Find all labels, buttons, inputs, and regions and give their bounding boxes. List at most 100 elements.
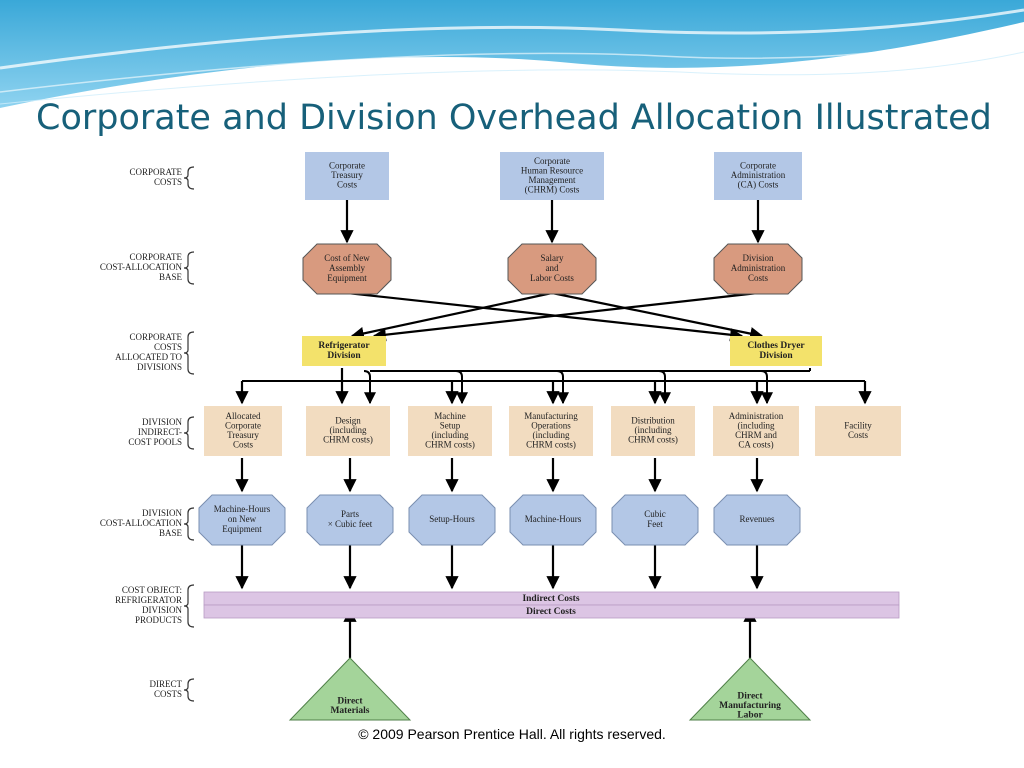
cost-pool-label-line: CHRM costs)	[425, 439, 475, 449]
cost-pool-label-line: Manufacturing	[524, 411, 578, 421]
corporate-base-label-line: Costs	[748, 273, 769, 283]
division-base-label: Setup-Hours	[429, 514, 475, 524]
corporate-cost-label-line: Human Resource	[521, 165, 583, 175]
copyright-footer: © 2009 Pearson Prentice Hall. All rights…	[358, 726, 666, 742]
section-label-line: COST-ALLOCATION	[100, 262, 183, 272]
corporate-cost-label-line: (CA) Costs	[738, 180, 779, 190]
section-label-line: COSTS	[154, 177, 182, 187]
hook-arrow	[658, 370, 671, 405]
division-base-octagon: Revenues	[713, 494, 801, 546]
division-base-octagon-shape	[198, 494, 286, 546]
corporate-cost-label-line: (CHRM) Costs	[525, 184, 580, 194]
section-brace	[183, 507, 195, 541]
section-label-line: BASE	[159, 272, 183, 282]
cost-pool-label-line: (including	[738, 420, 775, 430]
section-label-line: COSTS	[154, 689, 182, 699]
direct-cost-label-line: Manufacturing	[719, 701, 781, 711]
cost-pool-box-rect	[713, 406, 799, 456]
division-base-octagon: Setup-Hours	[408, 494, 496, 546]
corporate-base-label-line: Salary	[541, 253, 564, 263]
corporate-cost-label-line: Corporate	[534, 156, 570, 166]
corporate-cost-label-line: Management	[529, 175, 576, 185]
arrow	[350, 291, 553, 340]
division-base-label-line: Revenues	[740, 514, 775, 524]
hook-arrow	[363, 370, 376, 405]
corporate-cost-label-line: Corporate	[740, 161, 776, 171]
division-box-rect	[730, 336, 822, 366]
corporate-base-octagon-shape	[302, 243, 392, 295]
corporate-cost-label-line: Administration	[731, 170, 786, 180]
cost-pool-label-line: CHRM and	[735, 430, 777, 440]
division-base-octagon-shape	[408, 494, 496, 546]
corporate-base-label-line: and	[546, 263, 559, 273]
cost-pool-label-line: Distribution	[631, 416, 675, 426]
division-base-octagon-shape	[713, 494, 801, 546]
corporate-cost-label-line: Costs	[337, 180, 358, 190]
direct-costs-band: Direct Costs	[203, 604, 900, 619]
section-label-line: CORPORATE	[129, 167, 182, 177]
hook-arrow	[760, 370, 773, 405]
section-label-line: COST OBJECT:	[122, 585, 182, 595]
cost-pool-label-line: CHRM costs)	[628, 435, 678, 445]
section-label-line: CORPORATE	[129, 332, 182, 342]
section-label-line: CORPORATE	[129, 252, 182, 262]
direct-cost-label-line: Materials	[330, 706, 369, 716]
section-brace	[183, 166, 195, 190]
section-label-line: PRODUCTS	[135, 615, 182, 625]
corporate-cost-box-rect	[500, 152, 604, 200]
cost-pool-label-line: Setup	[440, 420, 461, 430]
corporate-cost-box-rect	[714, 152, 802, 200]
cost-pool-label-line: (including	[432, 430, 469, 440]
cost-pool-box-rect	[815, 406, 901, 456]
division-base-label-line: Equipment	[222, 524, 262, 534]
division-base-octagon: Parts× Cubic feet	[306, 494, 394, 546]
cost-pool-label-line: (including	[635, 425, 672, 435]
indirect-costs-band: Indirect Costs	[203, 591, 900, 606]
section-brace	[183, 331, 195, 375]
section-label-line: DIVISION	[142, 508, 182, 518]
cost-pool-label-line: CHRM costs)	[323, 435, 373, 445]
cost-pool-label-line: Corporate	[225, 420, 261, 430]
cost-pool-box-rect	[306, 406, 390, 456]
direct-costs-band-rect	[203, 604, 900, 619]
connector-arrows	[235, 200, 872, 658]
section-label-line: COST-ALLOCATION	[100, 518, 183, 528]
division-base-octagon-shape	[306, 494, 394, 546]
arrow	[372, 291, 759, 342]
corporate-base-label-line: Division	[742, 253, 774, 263]
direct-costs-label: Direct Costs	[526, 607, 576, 617]
division-base-label: Revenues	[740, 514, 775, 524]
section-label-line: INDIRECT-	[138, 427, 182, 437]
division-label-line: Division	[759, 351, 793, 361]
section-brace	[183, 584, 195, 628]
